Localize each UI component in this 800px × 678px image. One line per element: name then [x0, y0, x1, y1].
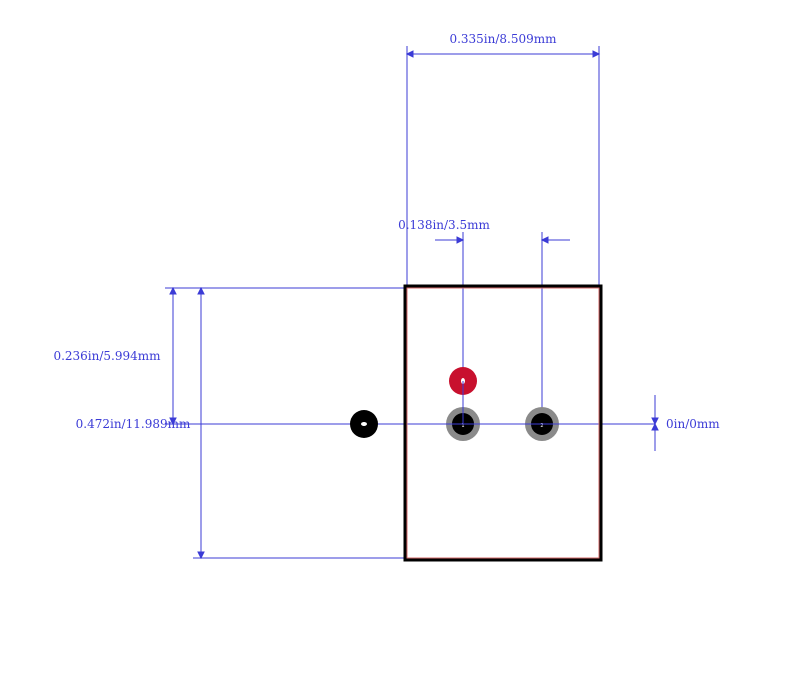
pad-2-label: 2 — [540, 423, 543, 429]
dimension-offset — [651, 395, 659, 451]
label-pitch: 0.138in/3.5mm — [398, 218, 490, 232]
dimension-pitch — [435, 232, 570, 424]
arrowhead-height-bottom — [197, 551, 205, 560]
dimension-half-height — [165, 286, 655, 426]
dimension-overall-height — [193, 286, 404, 560]
label-half-height: 0.236in/5.994mm — [53, 349, 161, 363]
component-outline — [403, 284, 603, 562]
label-overall-width: 0.335in/8.509mm — [449, 32, 557, 46]
label-offset: 0in/0mm — [666, 417, 720, 431]
courtyard-outline — [406, 287, 600, 559]
arrowhead-right — [592, 50, 601, 58]
arrowhead-pitch-right — [540, 236, 549, 244]
arrowhead-left — [405, 50, 414, 58]
arrowhead-half-bottom — [169, 417, 177, 426]
arrowhead-half-top — [169, 286, 177, 295]
arrowhead-pitch-left — [456, 236, 465, 244]
label-overall-height: 0.472in/11.989mm — [76, 417, 191, 431]
reference-marker — [350, 410, 378, 438]
arrowhead-height-top — [197, 286, 205, 295]
dimension-overall-width — [405, 46, 601, 288]
arrowhead-offset-top — [651, 417, 659, 426]
arrowhead-offset-bottom — [651, 422, 659, 431]
pad-1-label: 1 — [461, 423, 464, 429]
